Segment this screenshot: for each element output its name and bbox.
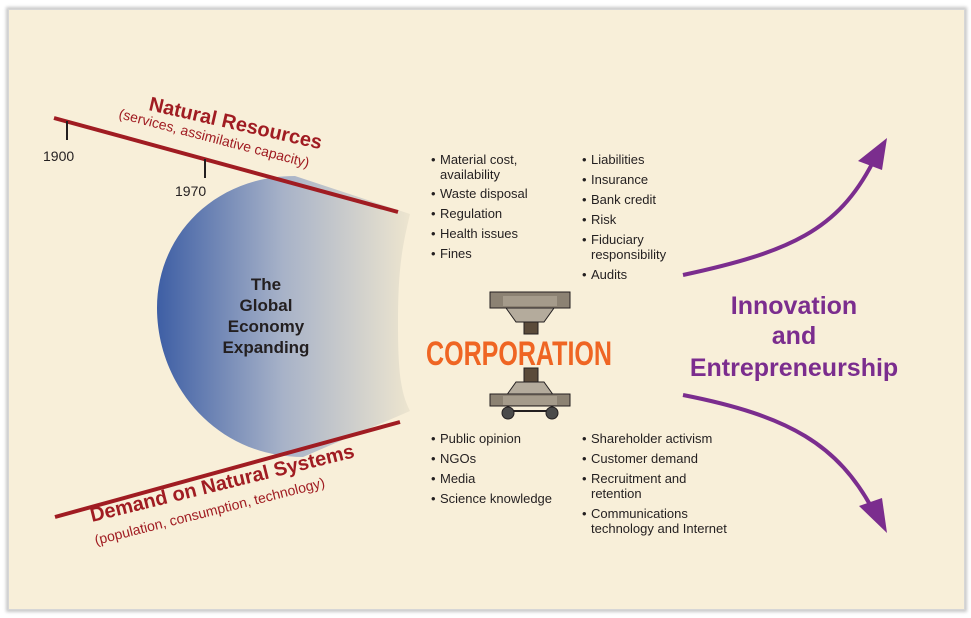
list-item-bullet: • bbox=[582, 172, 587, 187]
arrow-down-head-icon bbox=[859, 498, 887, 533]
innovation-arrow-up bbox=[682, 138, 887, 277]
list-item-cont: retention bbox=[591, 486, 642, 501]
list-item: Waste disposal bbox=[440, 186, 528, 201]
list-item-cont: technology and Internet bbox=[591, 521, 727, 536]
list-item: Recruitment and bbox=[591, 471, 686, 486]
list-item: Fines bbox=[440, 246, 472, 261]
corporation-press-bottom-icon bbox=[489, 367, 571, 420]
bottom-right-pressure-list: • Shareholder activism • Customer demand… bbox=[582, 431, 727, 536]
list-item: Public opinion bbox=[440, 431, 521, 446]
list-item: NGOs bbox=[440, 451, 477, 466]
list-item-bullet: • bbox=[431, 431, 436, 446]
list-item: Liabilities bbox=[591, 152, 645, 167]
globe-line-1: The bbox=[251, 275, 281, 294]
list-item-bullet: • bbox=[582, 152, 587, 167]
list-item: Communications bbox=[591, 506, 688, 521]
list-item-bullet: • bbox=[431, 186, 436, 201]
list-item-bullet: • bbox=[582, 232, 587, 247]
list-item-bullet: • bbox=[582, 451, 587, 466]
corporation-press-top-icon bbox=[489, 291, 571, 335]
list-item-bullet: • bbox=[582, 212, 587, 227]
list-item-bullet: • bbox=[582, 267, 587, 282]
list-item: Media bbox=[440, 471, 476, 486]
demand-line bbox=[54, 420, 401, 519]
arrow-up-head-icon bbox=[858, 138, 887, 170]
list-item-bullet: • bbox=[582, 192, 587, 207]
global-economy-sphere bbox=[157, 176, 410, 457]
innovation-line-3: Entrepreneurship bbox=[690, 354, 898, 382]
year-1900-label: 1900 bbox=[43, 148, 74, 164]
list-item: Fiduciary bbox=[591, 232, 644, 247]
list-item-bullet: • bbox=[431, 152, 436, 167]
list-item-cont: availability bbox=[440, 167, 500, 182]
list-item: Regulation bbox=[440, 206, 502, 221]
list-item-bullet: • bbox=[431, 451, 436, 466]
globe-line-2: Global bbox=[240, 296, 293, 315]
list-item: Audits bbox=[591, 267, 628, 282]
list-item: Bank credit bbox=[591, 192, 656, 207]
list-item: Science knowledge bbox=[440, 491, 552, 506]
list-item-bullet: • bbox=[431, 491, 436, 506]
list-item-bullet: • bbox=[582, 471, 587, 486]
global-economy-label: The Global Economy Expanding bbox=[223, 275, 310, 357]
innovation-line-1: Innovation bbox=[731, 292, 857, 320]
arrow-up-shaft bbox=[682, 161, 875, 277]
globe-line-3: Economy bbox=[228, 317, 305, 336]
list-item-bullet: • bbox=[431, 226, 436, 241]
list-item: Risk bbox=[591, 212, 617, 227]
innovation-arrow-down bbox=[682, 393, 887, 533]
list-item-bullet: • bbox=[431, 471, 436, 486]
list-item: Customer demand bbox=[591, 451, 698, 466]
top-right-pressure-list: • Liabilities • Insurance • Bank credit … bbox=[582, 152, 667, 282]
list-item-cont: responsibility bbox=[591, 247, 667, 262]
resource-line bbox=[53, 116, 399, 214]
list-item-bullet: • bbox=[431, 206, 436, 221]
list-item-bullet: • bbox=[582, 506, 587, 521]
top-left-pressure-list: • Material cost, availability • Waste di… bbox=[431, 152, 528, 261]
innovation-line-2: and bbox=[772, 322, 816, 350]
bottom-left-pressure-list: • Public opinion • NGOs • Media • Scienc… bbox=[431, 431, 552, 506]
globe-line-4: Expanding bbox=[223, 338, 310, 357]
list-item: Shareholder activism bbox=[591, 431, 712, 446]
list-item: Insurance bbox=[591, 172, 648, 187]
list-item-bullet: • bbox=[431, 246, 436, 261]
innovation-label: Innovation and Entrepreneurship bbox=[690, 292, 898, 382]
corporation-label: CORPORATION bbox=[426, 335, 612, 373]
list-item-bullet: • bbox=[582, 431, 587, 446]
natural-resources-timeline bbox=[53, 116, 399, 214]
list-item: Material cost, bbox=[440, 152, 517, 167]
arrow-down-shaft bbox=[682, 393, 875, 511]
list-item: Health issues bbox=[440, 226, 519, 241]
year-1970-label: 1970 bbox=[175, 183, 206, 199]
